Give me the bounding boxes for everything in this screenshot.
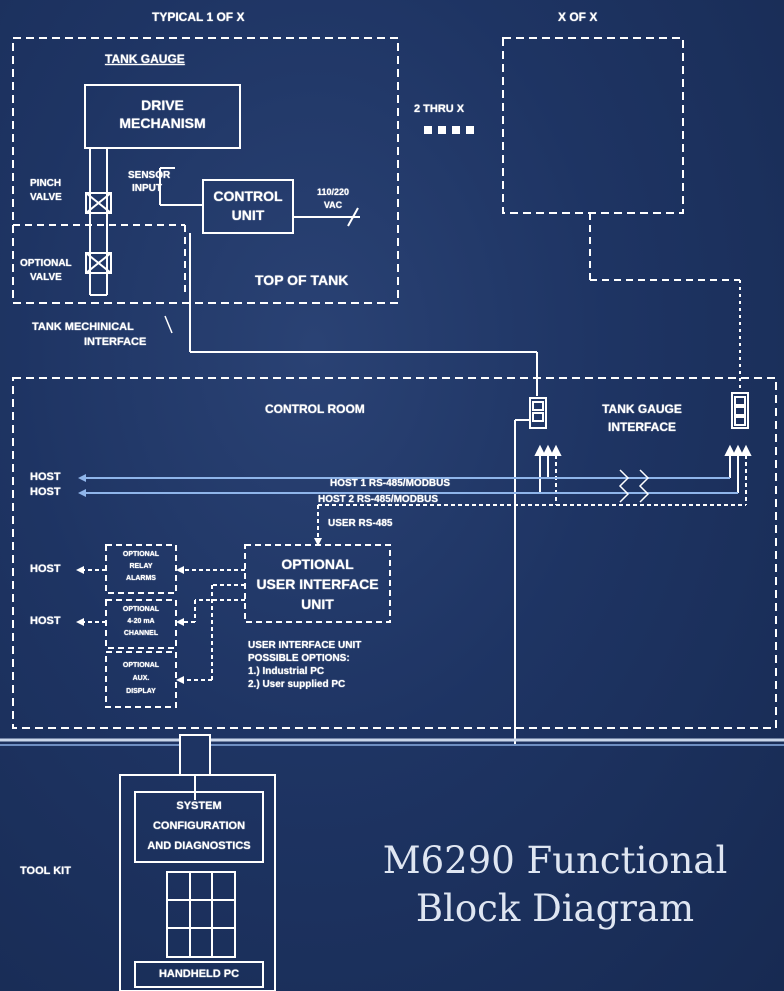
tgi-line2: INTERFACE <box>607 420 676 434</box>
keypad-grid <box>166 871 236 958</box>
opt-420-1: OPTIONAL <box>122 606 160 613</box>
optional-valve <box>85 252 112 274</box>
optional-valve-line2: VALVE <box>30 272 62 283</box>
interface-terminal-right <box>731 392 749 429</box>
diagram-title-line1: M6290 Functional <box>382 839 728 882</box>
mech-line2: INTERFACE <box>84 336 147 348</box>
top-of-tank-label: TOP OF TANK <box>255 272 349 288</box>
diagram-title-line2: Block Diagram <box>415 887 695 930</box>
opt-relay-3: ALARMS <box>126 575 156 582</box>
sensor-line1: SENSOR <box>128 170 171 181</box>
options-line3: 1.) Industrial PC <box>248 666 325 677</box>
handheld-label: HANDHELD PC <box>158 968 240 980</box>
control-unit-line1: CONTROL <box>213 188 283 204</box>
optional-valve-line1: OPTIONAL <box>20 258 72 269</box>
pinch-valve <box>85 192 112 214</box>
drive-line1: DRIVE <box>141 97 184 113</box>
host3-label: HOST <box>30 563 61 575</box>
pinch-line1: PINCH <box>30 178 62 189</box>
opt-420-3: CHANNEL <box>123 630 159 637</box>
opt-aux-3: DISPLAY <box>126 688 156 695</box>
handheld-connector <box>179 734 211 776</box>
optional-aux-display-box <box>105 651 177 708</box>
power-line2: VAC <box>323 200 343 210</box>
user-interface-unit-box <box>244 544 391 623</box>
drive-line2: MECHANISM <box>119 115 206 131</box>
opt-relay-1: OPTIONAL <box>122 551 160 558</box>
sys-line3: AND DIAGNOSTICS <box>147 840 251 852</box>
sys-line1: SYSTEM <box>176 800 222 812</box>
host2-label: HOST <box>30 486 61 498</box>
opt-aux-1: OPTIONAL <box>122 662 160 669</box>
drive-mechanism-box <box>84 84 241 149</box>
sys-config-panel <box>134 791 264 863</box>
power-line1: 110/220 <box>316 187 350 197</box>
bus2-label: HOST 2 RS-485/MODBUS <box>318 494 439 505</box>
thru-label: 2 THRU X <box>414 103 465 115</box>
tank-gauge-title: TANK GAUGE <box>105 52 185 66</box>
pinch-line2: VALVE <box>30 192 62 203</box>
host4-label: HOST <box>30 615 61 627</box>
options-line2: POSSIBLE OPTIONS: <box>248 653 350 664</box>
opt-relay-2: RELAY <box>129 563 153 570</box>
optional-4-20ma-box <box>105 599 177 649</box>
typical-label: TYPICAL 1 OF X <box>152 10 245 24</box>
bus1-label: HOST 1 RS-485/MODBUS <box>330 478 451 489</box>
ui-line2: USER INTERFACE <box>256 576 379 592</box>
x-of-x-label: X OF X <box>558 10 598 24</box>
options-line4: 2.) User supplied PC <box>248 679 346 690</box>
opt-420-2: 4-20 mA <box>127 618 155 625</box>
ui-line3: UNIT <box>301 596 334 612</box>
ui-line1: OPTIONAL <box>281 556 354 572</box>
control-room-boundary <box>12 377 777 729</box>
handheld-pc-body <box>119 774 276 991</box>
bus3-label: USER RS-485 <box>328 518 393 529</box>
host1-label: HOST <box>30 471 61 483</box>
handheld-label-panel <box>134 961 264 988</box>
opt-aux-2: AUX. <box>132 675 150 682</box>
control-unit-box <box>202 179 294 234</box>
x-of-x-boundary <box>502 37 684 214</box>
options-line1: USER INTERFACE UNIT <box>248 640 362 651</box>
sensor-line2: INPUT <box>132 183 162 194</box>
tgi-line1: TANK GAUGE <box>602 402 682 416</box>
sys-line2: CONFIGURATION <box>152 820 246 832</box>
mech-line1: TANK MECHINICAL <box>32 321 134 333</box>
control-unit-line2: UNIT <box>231 207 265 223</box>
control-room-title: CONTROL ROOM <box>265 402 365 416</box>
interface-terminal-left <box>529 397 547 429</box>
tool-kit-label: TOOL KIT <box>20 865 71 877</box>
